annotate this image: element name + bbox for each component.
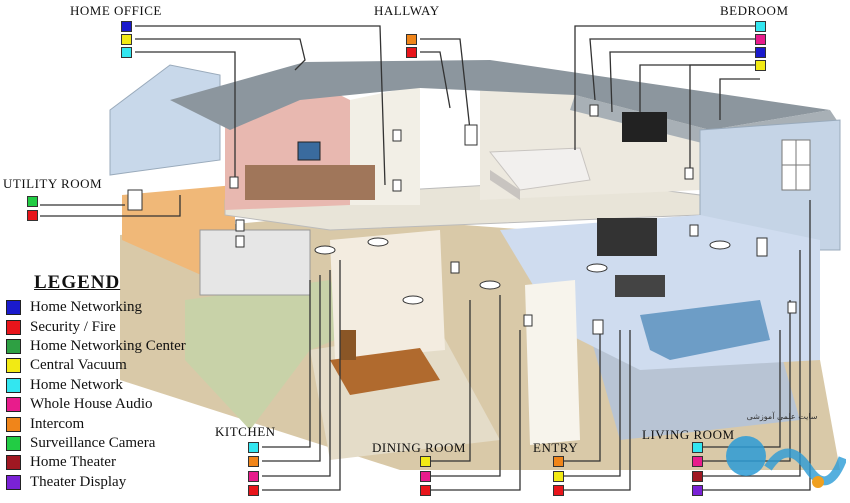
legend-swatch <box>6 474 21 490</box>
marker-square <box>248 485 259 496</box>
legend-item: Home Networking Center <box>6 337 246 356</box>
marker-square <box>420 485 431 496</box>
legend-item: Intercom <box>6 414 246 433</box>
room-label-bedroom: BEDROOM <box>720 3 789 18</box>
room-label-home-office: HOME OFFICE <box>70 3 162 18</box>
watermark-logo: سایت علمی آموزشی <box>718 398 848 498</box>
light-fixture <box>479 280 501 290</box>
legend-swatch <box>6 338 21 354</box>
light-fixture <box>314 245 336 255</box>
marker-square <box>121 34 132 45</box>
room-label-dining-room: DINING ROOM <box>372 440 466 455</box>
marker-square <box>248 456 259 467</box>
legend-item: Security / Fire <box>6 317 246 336</box>
marker-square <box>27 210 38 221</box>
marker-square <box>692 485 703 496</box>
bedroom-tv <box>622 112 667 142</box>
room-label-kitchen: KITCHEN <box>215 424 276 439</box>
legend-swatch <box>6 435 21 451</box>
bed-side <box>490 170 520 200</box>
marker-square <box>553 471 564 482</box>
kitchen-floor <box>185 280 360 430</box>
legend-label: Home Networking Center <box>30 337 186 354</box>
left-gable-wall <box>109 64 221 176</box>
entry-partition <box>525 280 580 445</box>
legend-label: Central Vacuum <box>30 357 127 374</box>
legend-label: Surveillance Camera <box>30 434 156 451</box>
legend-label: Home Networking <box>30 299 143 316</box>
sofa <box>640 300 770 360</box>
marker-square <box>420 471 431 482</box>
wall-outlets <box>127 104 797 335</box>
legend-item: Home Network <box>6 376 246 395</box>
legend-swatch <box>6 397 21 413</box>
room-label-living-room: LIVING ROOM <box>642 427 735 442</box>
legend-item: Surveillance Camera <box>6 434 246 453</box>
legend-label: Intercom <box>30 415 85 432</box>
legend-label: Security / Fire <box>30 318 116 335</box>
light-fixture <box>402 295 424 305</box>
legend-label: Whole House Audio <box>30 396 153 413</box>
marker-square <box>755 47 766 58</box>
bed <box>489 147 591 191</box>
legend-item: Home Networking <box>6 298 246 317</box>
marker-square <box>755 34 766 45</box>
office-desk <box>245 165 375 200</box>
marker-square <box>553 456 564 467</box>
dining-chair <box>340 330 356 360</box>
marker-square <box>121 21 132 32</box>
living-tv <box>597 218 657 256</box>
legend-item: Theater Display <box>6 473 246 492</box>
legend-swatch <box>6 319 21 335</box>
legend-swatch <box>6 455 21 471</box>
legend-swatch <box>6 377 21 393</box>
watermark-text: سایت علمی آموزشی <box>746 412 818 421</box>
room-label-entry: ENTRY <box>533 440 579 455</box>
marker-square <box>553 485 564 496</box>
tv-stand <box>615 275 665 297</box>
light-fixture <box>367 237 389 247</box>
light-fixture <box>586 263 608 273</box>
marker-square <box>692 471 703 482</box>
dining-partition <box>330 230 445 360</box>
marker-square <box>420 456 431 467</box>
marker-square <box>755 21 766 32</box>
legend-item: Home Theater <box>6 453 246 472</box>
dining-table <box>330 348 440 395</box>
legend-swatch <box>6 416 21 432</box>
marker-square <box>755 60 766 71</box>
room-label-hallway: HALLWAY <box>374 3 440 18</box>
marker-square <box>27 196 38 207</box>
legend-item: Central Vacuum <box>6 356 246 375</box>
legend-label: Home Network <box>30 376 123 393</box>
marker-square <box>406 47 417 58</box>
marker-square <box>406 34 417 45</box>
kitchen-cabinets <box>199 229 311 296</box>
marker-square <box>692 456 703 467</box>
legend-swatch <box>6 300 21 316</box>
legend-label: Theater Display <box>30 473 127 490</box>
legend-swatch <box>6 358 21 374</box>
light-fixture <box>709 240 731 250</box>
legend-title: LEGEND <box>34 272 121 293</box>
marker-square <box>692 442 703 453</box>
marker-square <box>248 471 259 482</box>
marker-square <box>121 47 132 58</box>
room-label-utility-room: UTILITY ROOM <box>3 176 103 191</box>
watermark-emblem-icon <box>726 436 848 488</box>
marker-square <box>248 442 259 453</box>
office-monitor <box>297 141 321 161</box>
legend-item: Whole House Audio <box>6 395 246 414</box>
legend-label: Home Theater <box>30 454 116 471</box>
